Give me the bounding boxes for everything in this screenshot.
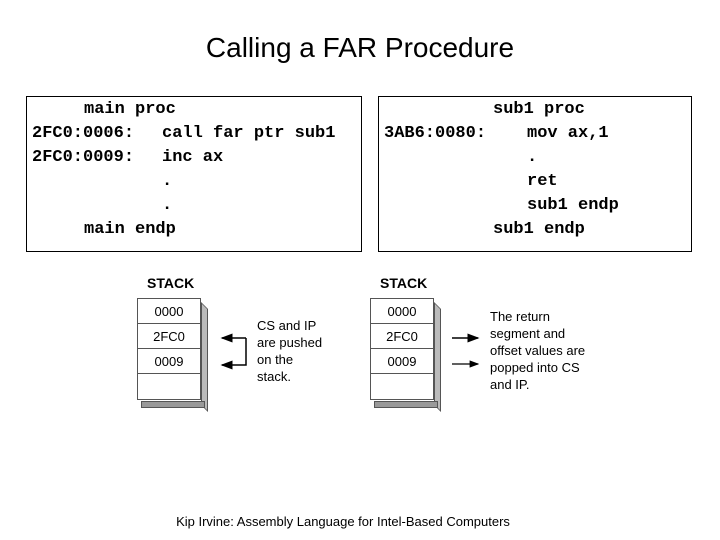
note-line: offset values are <box>490 343 586 358</box>
code-line: . <box>162 172 173 191</box>
sub-code-box <box>378 96 692 252</box>
stack-cell: 2FC0 <box>137 323 201 348</box>
note-line: on the <box>257 352 294 367</box>
stack-label: STACK <box>147 275 195 291</box>
code-line: main proc <box>84 100 176 119</box>
stack-cell: 0009 <box>370 348 434 373</box>
stack-cell: 0009 <box>137 348 201 373</box>
note-line: stack. <box>257 369 291 384</box>
stack-bottom <box>141 401 205 408</box>
push-note: CS and IP are pushed on the stack. <box>257 317 322 385</box>
code-line: main endp <box>84 220 176 239</box>
main-code-box <box>26 96 362 252</box>
stack-cell <box>370 373 434 400</box>
code-line: mov ax,1 <box>527 124 609 143</box>
footer: Kip Irvine: Assembly Language for Intel-… <box>176 514 510 529</box>
stack-left: 0000 2FC0 0009 <box>137 298 208 412</box>
stack-bottom <box>374 401 438 408</box>
code-address: 3AB6:0080: <box>384 124 487 143</box>
slide-title: Calling a FAR Procedure <box>205 32 515 63</box>
stack-cell: 0000 <box>370 298 434 323</box>
note-line: The return <box>490 309 550 324</box>
stack-cell: 2FC0 <box>370 323 434 348</box>
note-line: segment and <box>490 326 566 341</box>
code-line: sub1 proc <box>493 100 585 119</box>
note-line: and IP. <box>490 377 530 392</box>
stack-right: 0000 2FC0 0009 <box>370 298 441 412</box>
stack-label: STACK <box>380 275 428 291</box>
stack-cell <box>137 373 201 400</box>
note-line: CS and IP <box>257 318 317 333</box>
code-line: sub1 endp <box>527 196 619 215</box>
code-address: 2FC0:0006: <box>32 124 135 143</box>
code-line: sub1 endp <box>493 220 585 239</box>
code-line: call far ptr sub1 <box>162 124 336 143</box>
note-line: popped into CS <box>490 360 580 375</box>
code-line: ret <box>527 172 558 191</box>
code-line: . <box>162 196 173 215</box>
push-arrow-bracket <box>220 338 247 370</box>
note-line: are pushed <box>257 335 323 350</box>
stack-cell: 0000 <box>137 298 201 323</box>
pop-note: The return segment and offset values are… <box>490 308 585 393</box>
code-line: . <box>527 148 538 167</box>
code-line: inc ax <box>162 148 224 167</box>
code-address: 2FC0:0009: <box>32 148 135 167</box>
